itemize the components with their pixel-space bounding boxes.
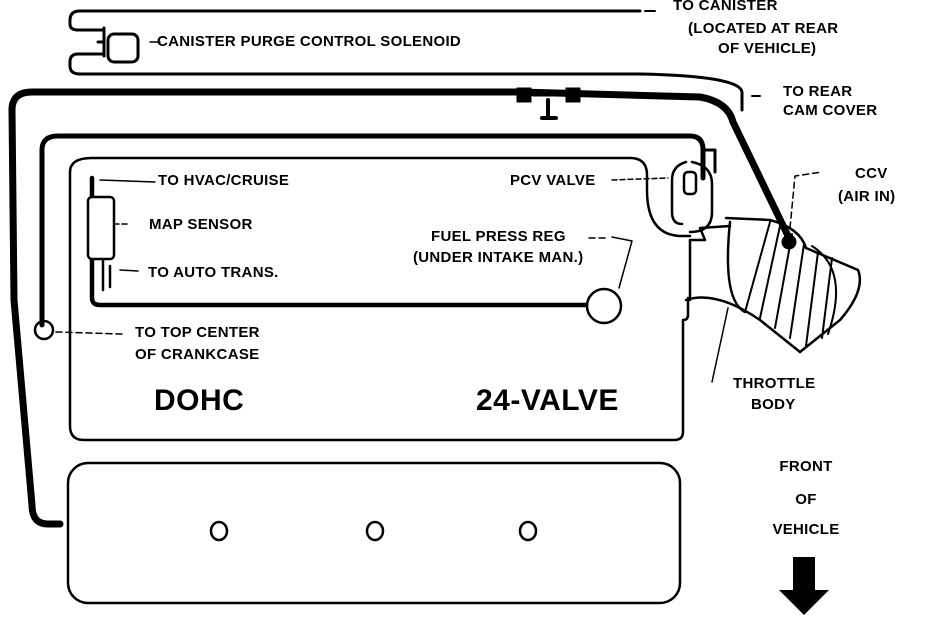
label-front: FRONT (779, 458, 833, 475)
label-pcv-valve: PCV VALVE (510, 172, 596, 189)
throttle-body-icon (684, 216, 862, 354)
canister-hose-upper (68, 9, 642, 32)
label-to-top-center: TO TOP CENTER (135, 324, 260, 341)
label-throttle: THROTTLE (733, 375, 816, 392)
lower-valve-cover (66, 461, 682, 605)
map-sensor-icon (86, 195, 129, 261)
label-dohc: DOHC (154, 384, 245, 417)
label-of: OF (795, 491, 817, 508)
fuel-regulator-icon (585, 287, 623, 325)
crankcase-port-icon (33, 319, 55, 341)
solenoid-icon (96, 26, 140, 64)
label-to-hvac-cruise: TO HVAC/CRUISE (158, 172, 290, 189)
label-body: BODY (751, 396, 796, 413)
label-24-valve: 24-VALVE (476, 384, 619, 417)
label-vehicle: VEHICLE (772, 521, 840, 538)
label-of-crankcase: OF CRANKCASE (135, 346, 260, 363)
label-under-intake: (UNDER INTAKE MAN.) (413, 249, 584, 266)
canister-hose-lower (68, 52, 642, 76)
label-of-vehicle: OF VEHICLE) (718, 40, 817, 57)
label-to-auto-trans: TO AUTO TRANS. (148, 264, 279, 281)
label-ccv: CCV (855, 165, 888, 182)
label-air-in: (AIR IN) (838, 188, 896, 205)
ccv-fitting (781, 234, 797, 250)
label-fuel-press-reg: FUEL PRESS REG (431, 228, 566, 245)
crankcase-vent-line (39, 133, 706, 328)
spark-plug-hole-icon (209, 520, 538, 542)
label-canister-purge-solenoid: CANISTER PURGE CONTROL SOLENOID (157, 33, 462, 50)
label-cam-cover: CAM COVER (783, 102, 878, 119)
label-to-canister: TO CANISTER (673, 0, 778, 14)
pcv-valve-icon (670, 148, 717, 234)
intake-manifold-outline (68, 156, 692, 442)
label-to-rear: TO REAR (783, 83, 853, 100)
main-vacuum-line (8, 88, 794, 528)
canister-hose-return (638, 72, 744, 112)
label-located-rear: (LOCATED AT REAR (688, 20, 839, 37)
tee-fitting-icon (516, 87, 581, 120)
down-arrow-icon (779, 557, 829, 615)
map-sensor-hose (89, 175, 593, 308)
label-map-sensor: MAP SENSOR (149, 216, 253, 233)
